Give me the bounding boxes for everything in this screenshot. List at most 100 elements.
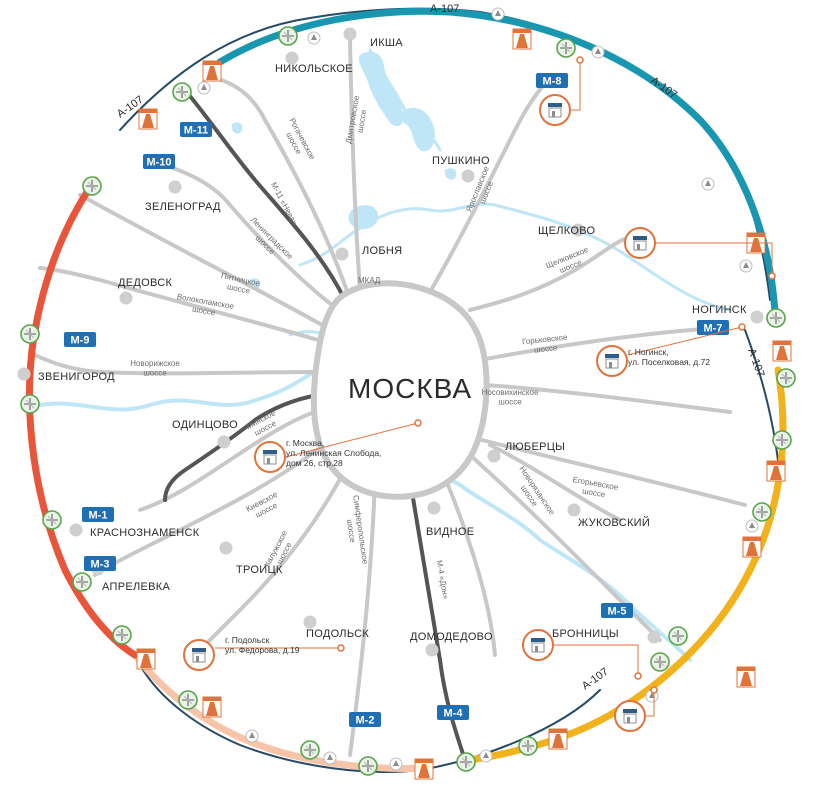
city-label-dedovsk: ДЕДОВСК xyxy=(118,277,173,289)
interchange-icon xyxy=(172,82,192,102)
a107-label-ne: А-107 xyxy=(648,75,679,102)
road-volokolamskoe xyxy=(38,266,320,342)
office-address-moscow-office: г. Москва,ул. Ленинская Слобода,дом 26, … xyxy=(286,438,381,468)
city-label-podolsk: ПОДОЛЬСК xyxy=(306,628,369,640)
road-m4 xyxy=(408,478,467,762)
highway-label-m11: М-11 xyxy=(184,125,208,137)
city-dot-bronnitsy xyxy=(647,630,661,644)
road-name-m4_don: М-4 «Дон» xyxy=(435,559,451,600)
road-name-leningradskoe: Ленинградскоешоссе xyxy=(242,215,295,268)
office-icon-moscow-office[interactable] xyxy=(254,441,286,473)
office-icon[interactable] xyxy=(614,700,646,732)
office-pin xyxy=(576,56,584,64)
rest-area-icon xyxy=(307,31,321,45)
highway-label-m7: М-7 xyxy=(704,323,723,335)
office-icon-podolsk-office[interactable] xyxy=(183,639,215,671)
office-icon[interactable] xyxy=(624,227,656,259)
highway-shield-m4: М-4 xyxy=(437,705,469,720)
highway-label-m10: М-10 xyxy=(146,157,171,169)
interchange-icon xyxy=(20,324,40,344)
toll-gate-icon xyxy=(202,60,222,82)
city-label-noginsk: НОГИНСК xyxy=(692,304,747,316)
interchange-icon xyxy=(518,736,538,756)
toll-gate-icon xyxy=(202,696,222,718)
interchange-icon xyxy=(178,690,198,710)
interchange-icon xyxy=(300,740,320,760)
rest-area-icon xyxy=(389,757,403,771)
rest-area-icon xyxy=(245,729,259,743)
office-icon[interactable] xyxy=(522,629,554,661)
office-pin xyxy=(738,323,746,331)
highway-shield-m9: М-9 xyxy=(64,332,96,347)
city-dot-lyubertsy xyxy=(487,449,501,463)
office-icon-noginsk-office[interactable] xyxy=(596,345,628,377)
toll-gate-icon xyxy=(766,460,786,482)
pyalovskoe-reservoir xyxy=(399,107,435,152)
highway-shield-m10: М-10 xyxy=(143,154,175,169)
interchange-icon xyxy=(42,510,62,530)
city-dot-pushkino xyxy=(461,169,475,183)
highway-label-m3: М-3 xyxy=(91,559,110,571)
toll-gate-icon xyxy=(138,108,158,130)
city-label-odintsovo: ОДИНЦОВО xyxy=(172,419,238,431)
city-label-nikolskoe: НИКОЛЬСКОЕ xyxy=(275,63,353,75)
road-vidnoe xyxy=(446,483,497,657)
interchange-icon xyxy=(278,26,298,46)
highway-label-m2: М-2 xyxy=(356,715,375,727)
city-label-lobnya: ЛОБНЯ xyxy=(362,245,402,257)
city-dot-lobnya xyxy=(335,247,349,261)
highway-label-m8: М-8 xyxy=(543,76,562,88)
road-name-pyatnitskoe: Пятницкоешоссе xyxy=(218,271,261,297)
road-egoryevskoe xyxy=(480,438,747,507)
interchange-icon xyxy=(20,394,40,414)
city-label-bronnitsy: БРОННИЦЫ xyxy=(552,628,619,640)
city-dot-zvenigorod xyxy=(17,367,31,381)
pond-3 xyxy=(445,168,457,180)
city-dot-domodedovo xyxy=(425,643,439,657)
city-dot-zhukovsky xyxy=(567,503,581,517)
interchange-icon xyxy=(650,652,670,672)
interchange-icon xyxy=(776,368,796,388)
moscow-label: МОСКВА xyxy=(348,373,472,404)
city-label-troitsk: ТРОИЦК xyxy=(236,564,283,576)
city-dot-podolsk xyxy=(303,615,317,629)
road-kievskoe xyxy=(93,438,332,577)
interchange-icon xyxy=(358,756,378,776)
city-dot-noginsk xyxy=(750,310,764,324)
rest-area-icon xyxy=(591,45,605,59)
toll-gate-icon xyxy=(548,728,568,750)
facility-markers xyxy=(197,7,759,771)
city-dot-vidnoe xyxy=(427,501,441,515)
interchange-icon xyxy=(668,626,688,646)
road-gorkovskoe xyxy=(478,326,722,362)
road-m11 xyxy=(183,88,347,302)
road-novoryazanskoe xyxy=(468,453,662,642)
city-dot-dedovsk xyxy=(119,291,133,305)
city-dot-krasnoznamensk xyxy=(69,523,83,537)
road-lyubertsy-local xyxy=(488,443,622,522)
city-label-vidnoe: ВИДНОЕ xyxy=(426,526,474,538)
office-pin xyxy=(634,672,642,680)
a107-label-se: А-107 xyxy=(580,666,611,693)
road-schelkovskoe xyxy=(468,236,630,312)
office-address-noginsk-office: г. Ногинск,ул. Поселковая, д.72 xyxy=(628,347,710,367)
interchanges xyxy=(20,26,796,776)
ring-segment-red xyxy=(26,176,139,659)
office-icon[interactable] xyxy=(539,94,571,126)
rest-area-icon xyxy=(323,751,337,765)
road-name-gorkovskoe: Горьковскоешоссе xyxy=(522,333,570,356)
interchange-icon xyxy=(752,502,772,522)
highway-shield-m11: М-11 xyxy=(180,122,212,137)
city-dot-zelenograd xyxy=(168,180,182,194)
city-dot-odintsovo xyxy=(217,435,231,449)
office-pin xyxy=(650,686,658,694)
city-label-schelkovo: ЩЕЛКОВО xyxy=(538,225,595,237)
ring-segment-peach xyxy=(131,651,434,772)
highway-shield-m5: М-5 xyxy=(601,603,633,618)
road-leningradskoe xyxy=(148,158,334,307)
ring-segment-teal xyxy=(216,7,779,316)
klyazminskoe-reservoir xyxy=(348,205,379,230)
